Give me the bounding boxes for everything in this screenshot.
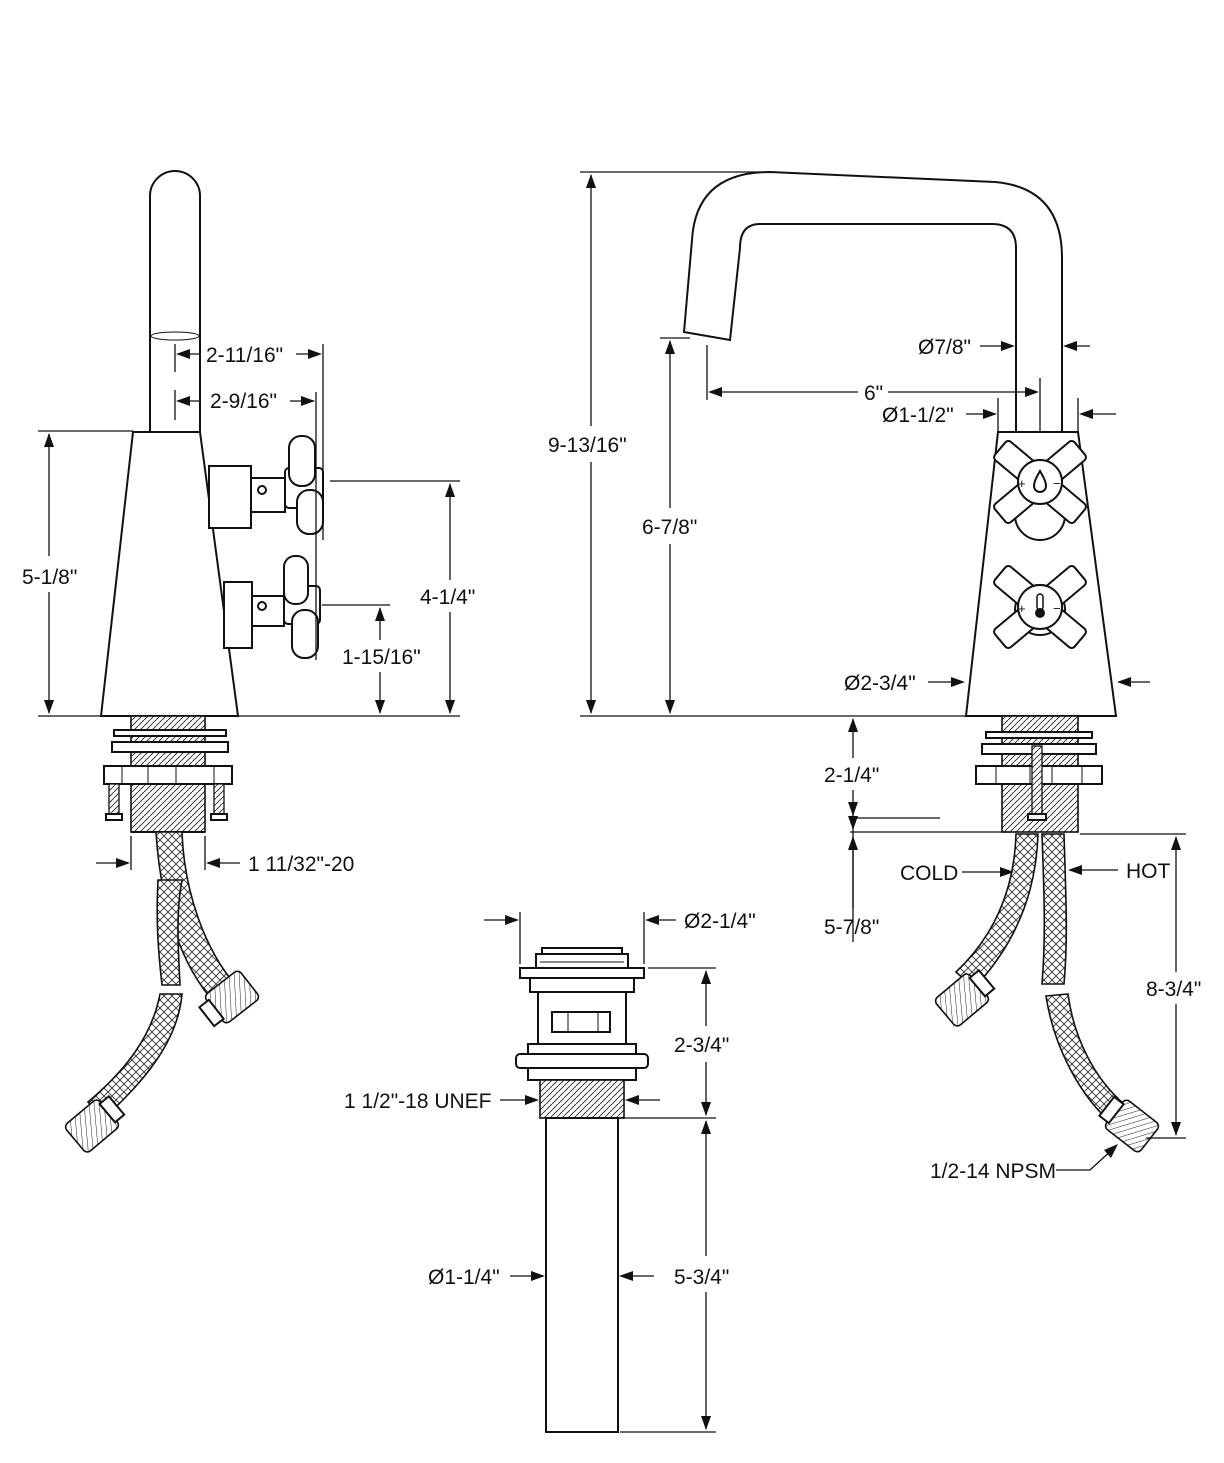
- side-handle-offset-label: 2-9/16": [210, 390, 277, 413]
- front-view: + − + −: [682, 170, 1160, 1153]
- front-shank-assembly: [975, 715, 1103, 833]
- front-spout-reach-label: 6": [864, 382, 883, 405]
- drain-dimensions: Ø2-1/4" 2-3/4" 1 1/2"-18 UNEF Ø1-1/4" 5-…: [344, 910, 756, 1433]
- side-view-dimensions: 2-11/16" 2-9/16" 5-1/8" 4-1/4" 1-15/16": [22, 344, 475, 876]
- front-total-height-label: 9-13/16": [548, 434, 627, 457]
- drain-threads: [539, 1079, 625, 1119]
- side-hose-nut-1: [197, 970, 260, 1028]
- front-cold-handle: + −: [993, 440, 1087, 541]
- drain-overflow-slot: [551, 1011, 611, 1033]
- front-hose-hot-upper: [1041, 833, 1068, 985]
- front-hose-short-label: 5-7/8": [824, 916, 879, 939]
- side-lower-handle-height-label: 1-15/16": [342, 646, 421, 669]
- svg-text:−: −: [1053, 601, 1061, 616]
- drain-flange: [519, 967, 645, 979]
- front-shank-length-label: 2-1/4": [824, 764, 879, 787]
- front-hot-handle: + −: [993, 565, 1087, 649]
- side-spout-ring: [150, 331, 200, 341]
- front-hose-nut-cold: [934, 968, 996, 1027]
- side-spout-offset-label: 2-11/16": [206, 344, 283, 367]
- front-hot-label: HOT: [1126, 860, 1171, 883]
- side-view: [64, 170, 324, 1153]
- svg-text:+: +: [1018, 476, 1026, 491]
- side-upper-handle-height-label: 4-1/4": [420, 586, 475, 609]
- side-hose-rear-upper: [156, 879, 183, 986]
- svg-text:+: +: [1018, 601, 1026, 616]
- side-hose-rear-lower: [86, 993, 183, 1120]
- front-hose-thread-label: 1/2-14 NPSM: [930, 1160, 1056, 1183]
- drain-tailpiece: [545, 1117, 619, 1433]
- side-hose-nut-2: [64, 1094, 126, 1153]
- drain-tail-dia-label: Ø1-1/4": [428, 1266, 500, 1289]
- side-lower-handle: [223, 555, 321, 659]
- side-shank-thread-label: 1 11/32"-20: [248, 853, 354, 876]
- drain-cap-dia-label: Ø2-1/4": [684, 910, 756, 933]
- drain-assembly: [515, 947, 649, 1433]
- drain-nut: [515, 1053, 649, 1069]
- front-view-dimensions: 9-13/16" 6-7/8" 6" Ø7/8" Ø1-1/2": [548, 171, 1201, 1183]
- drain-thread-label: 1 1/2"-18 UNEF: [344, 1090, 492, 1113]
- drain-tail-length-label: 5-3/4": [674, 1266, 729, 1289]
- front-hose-nut-hot: [1097, 1095, 1160, 1153]
- front-base-dia-label: Ø2-3/4": [844, 672, 916, 695]
- side-spout: [149, 170, 201, 433]
- front-hose-cold: [954, 833, 1039, 990]
- side-upper-handle: [208, 435, 324, 535]
- front-spout: [682, 170, 1063, 433]
- svg-text:−: −: [1053, 476, 1061, 491]
- front-spout-dia-label: Ø7/8": [918, 336, 971, 359]
- thermometer-icon: [1035, 593, 1045, 618]
- water-drop-icon: [1032, 468, 1048, 493]
- side-shank-assembly: [103, 715, 233, 833]
- side-body-height-label: 5-1/8": [22, 566, 77, 589]
- front-neck-dia-label: Ø1-1/2": [882, 404, 954, 427]
- drain-body-height-label: 2-3/4": [674, 1034, 729, 1057]
- front-spout-height-label: 6-7/8": [642, 516, 697, 539]
- front-cold-label: COLD: [900, 862, 958, 885]
- front-hose-long-label: 8-3/4": [1146, 978, 1201, 1001]
